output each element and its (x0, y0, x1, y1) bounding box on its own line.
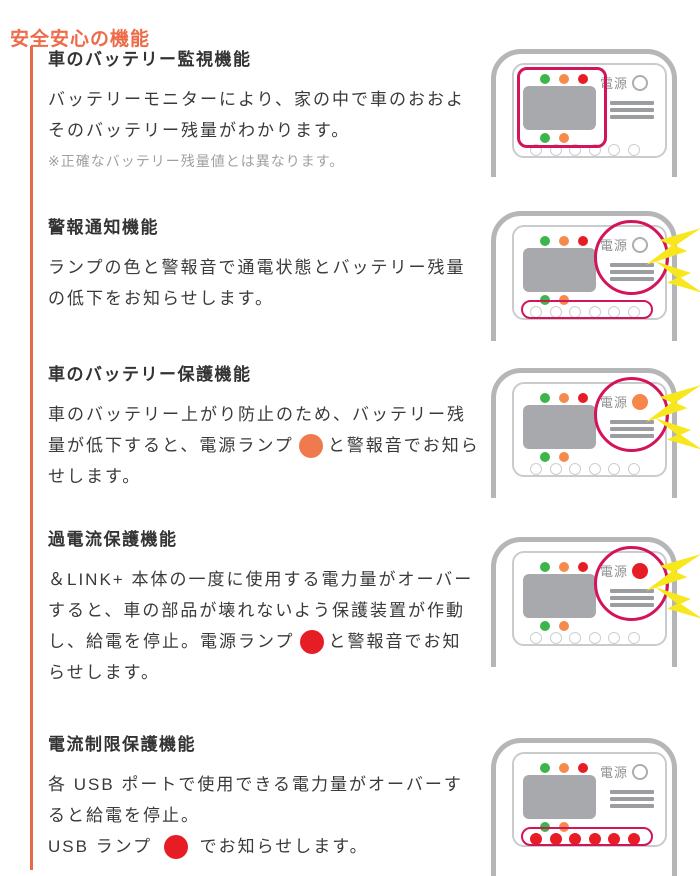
power-label: 電源 (600, 765, 629, 780)
highlight-pill (521, 300, 653, 319)
body-text: と警報音でお知らせします。 (48, 436, 480, 486)
lightning-icon (645, 554, 700, 591)
led-red-icon (578, 393, 588, 403)
led-orange-icon (559, 236, 569, 246)
section-battery-protection: 車のバッテリー保護機能 車のバッテリー上がり防止のため、バッテリー残量が低下する… (48, 363, 480, 492)
body-text: 車のバッテリー上がり防止のため、バッテリー残量が低下すると、電源ランプ (48, 405, 466, 455)
highlight-box (517, 67, 607, 148)
section-body: ランプの色と警報音で通電状態とバッテリー残量の低下をお知らせします。 (48, 258, 466, 308)
lightning-icon (655, 261, 700, 293)
usb-ports (514, 754, 665, 845)
usb-port-icon (589, 632, 601, 644)
usb-port-icon (628, 144, 640, 156)
section-body: ＆LINK+ 本体の一度に使用する電力量がオーバーすると、車の部品が壊れないよう… (48, 564, 480, 688)
speaker-grill-icon (610, 790, 654, 811)
battery-monitor-screen (523, 86, 596, 130)
lightning-icon (655, 418, 700, 450)
usb-port-icon (589, 463, 601, 475)
device-illustration-battery-monitor: 電源 (490, 49, 700, 177)
body-text: USB ランプ (48, 837, 159, 856)
section-heading: 電流制限保護機能 (48, 735, 196, 754)
usb-port-icon (530, 463, 542, 475)
led-green-icon (540, 621, 550, 631)
led-orange-icon (559, 763, 569, 773)
usb-ports (514, 553, 665, 644)
section-heading: 過電流保護機能 (48, 530, 178, 549)
usb-port-icon (550, 632, 562, 644)
usb-port-icon (608, 144, 620, 156)
led-green-icon (540, 74, 550, 84)
section-heading: 車のバッテリー保護機能 (48, 365, 252, 384)
led-green-icon (540, 133, 550, 143)
led-orange-icon (559, 133, 569, 143)
device-panel: 電源 (512, 546, 700, 646)
section-battery-monitor: 車のバッテリー監視機能 バッテリーモニターにより、家の中で車のおおよそのバッテリ… (48, 48, 480, 172)
section-body: 車のバッテリー上がり防止のため、バッテリー残量が低下すると、電源ランプと警報音で… (48, 399, 480, 492)
device-panel: 電源 (512, 63, 667, 158)
speaker-grill-icon (610, 101, 654, 122)
section-overcurrent-protection: 過電流保護機能 ＆LINK+ 本体の一度に使用する電力量がオーバーすると、車の部… (48, 528, 480, 688)
usb-port-icon (628, 632, 640, 644)
lightning-icon (645, 228, 700, 265)
battery-monitor-screen (523, 248, 596, 292)
usb-port-icon (530, 632, 542, 644)
led-red-icon (578, 763, 588, 773)
device-illustration-current-limit: 電源 (490, 738, 700, 876)
battery-monitor-screen (523, 405, 596, 449)
power-indicator: 電源 (600, 762, 649, 781)
led-green-icon (540, 236, 550, 246)
accent-vertical-bar (30, 46, 33, 870)
power-lamp-icon (632, 763, 649, 780)
led-orange-icon (559, 74, 569, 84)
usb-ports (514, 384, 665, 475)
lightning-icon (645, 385, 700, 422)
device-panel: 電源 (512, 752, 667, 847)
usb-port-icon (569, 632, 581, 644)
device-illustration-overcurrent: 電源 (490, 537, 700, 667)
section-heading: 警報通知機能 (48, 218, 159, 237)
usb-ports (514, 227, 665, 318)
device-panel: 電源 (512, 220, 700, 320)
battery-monitor-screen (523, 574, 596, 618)
usb-port-icon (608, 463, 620, 475)
led-orange-icon (559, 621, 569, 631)
led-green-icon (540, 393, 550, 403)
led-orange-icon (559, 393, 569, 403)
section-body: バッテリーモニターにより、家の中で車のおおよそのバッテリー残量がわかります。 (48, 90, 465, 140)
power-lamp-dot-icon (299, 630, 324, 654)
section-heading: 車のバッテリー監視機能 (48, 50, 252, 69)
device-illustration-alarm: 電源 (490, 211, 700, 341)
led-green-icon (540, 562, 550, 572)
led-green-icon (540, 452, 550, 462)
usb-port-icon (628, 463, 640, 475)
device-illustration-battery-protection: 電源 (490, 368, 700, 498)
device-panel: 電源 (512, 377, 700, 477)
led-red-icon (578, 562, 588, 572)
page-title: 安全安心の機能 (10, 28, 151, 50)
body-text: ＆LINK+ 本体の一度に使用する電力量がオーバーすると、車の部品が壊れないよう… (48, 570, 474, 651)
body-text: と警報音でお知らせします。 (48, 632, 462, 682)
section-body: USB ランプ でお知らせします。 (48, 831, 480, 862)
led-red-icon (578, 236, 588, 246)
led-red-icon (578, 74, 588, 84)
power-lamp-icon (632, 74, 649, 91)
usb-port-icon (569, 463, 581, 475)
power-lamp-dot-icon (298, 434, 323, 458)
section-note: ※正確なバッテリー残量値とは異なります。 (48, 153, 345, 169)
led-orange-icon (559, 452, 569, 462)
battery-monitor-screen (523, 775, 596, 819)
highlight-pill (521, 827, 653, 846)
led-orange-icon (559, 562, 569, 572)
led-green-icon (540, 763, 550, 773)
section-body: 各 USB ポートで使用できる電力量がオーバーすると給電を停止。 (48, 775, 463, 825)
usb-lamp-dot-icon (163, 835, 188, 859)
body-text: でお知らせします。 (192, 837, 369, 856)
section-current-limit-protection: 電流制限保護機能 各 USB ポートで使用できる電力量がオーバーすると給電を停止… (48, 733, 480, 862)
usb-port-icon (550, 463, 562, 475)
lightning-icon (655, 587, 700, 619)
usb-port-icon (608, 632, 620, 644)
section-alarm-notification: 警報通知機能 ランプの色と警報音で通電状態とバッテリー残量の低下をお知らせします… (48, 216, 480, 314)
